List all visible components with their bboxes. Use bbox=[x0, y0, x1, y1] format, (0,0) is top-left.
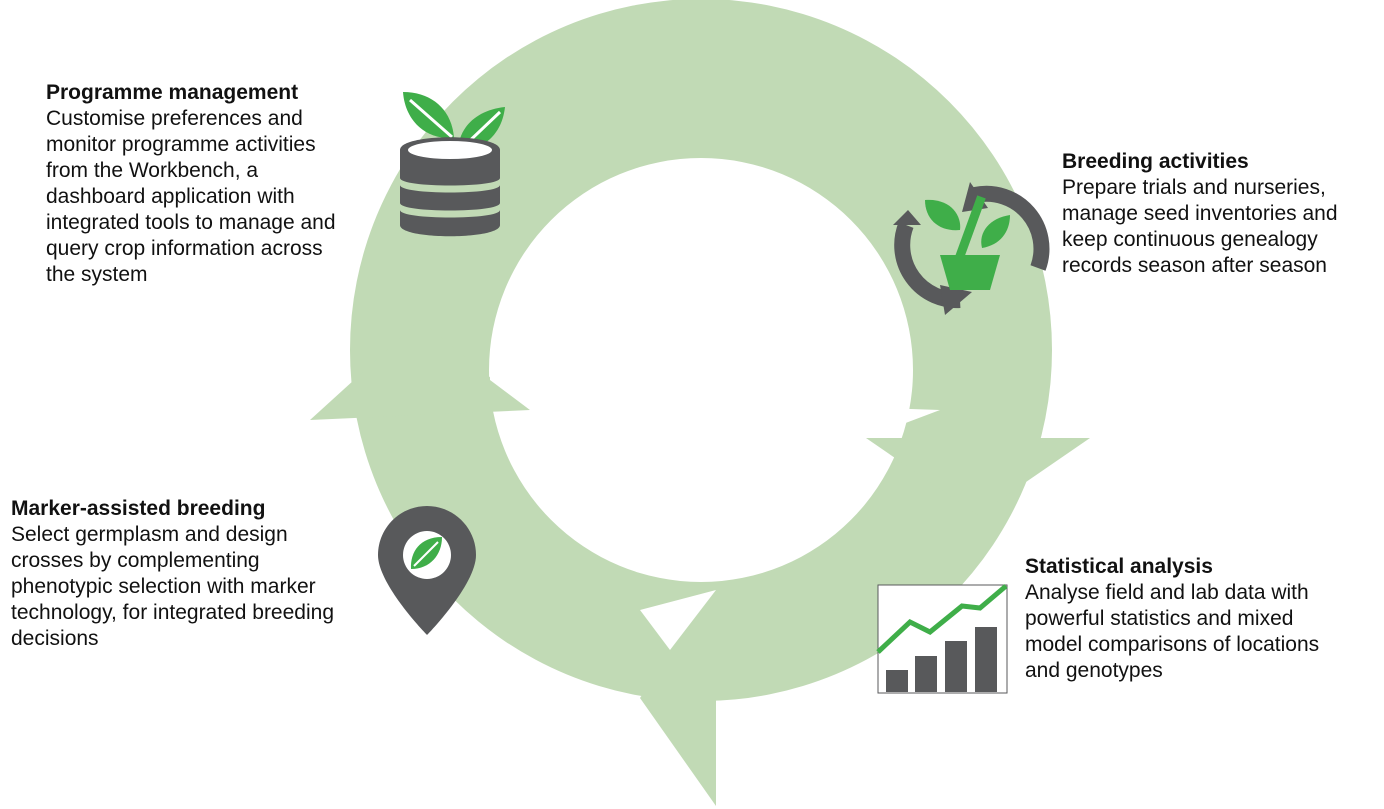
arrow-notch-bottom bbox=[640, 590, 716, 650]
marker-assisted-breeding-section: Marker-assisted breeding Select germplas… bbox=[11, 496, 391, 652]
section-line: crosses by complementing bbox=[11, 549, 260, 572]
arrow-notch-left bbox=[490, 350, 530, 410]
section-title: Statistical analysis bbox=[1025, 555, 1213, 578]
map-pin-leaf-icon bbox=[378, 506, 476, 635]
arrow-head-left bbox=[310, 320, 530, 420]
section-line: monitor programme activities bbox=[46, 133, 316, 156]
section-line: keep continuous genealogy bbox=[1062, 228, 1318, 251]
arrow-head-top bbox=[697, 12, 760, 88]
database-with-leaves-icon bbox=[400, 92, 505, 237]
section-title: Programme management bbox=[46, 81, 299, 104]
section-line: and genotypes bbox=[1025, 659, 1163, 682]
section-line: Select germplasm and design bbox=[11, 523, 288, 546]
breeding-activities-section: Breeding activities Prepare trials and n… bbox=[1062, 149, 1382, 279]
section-title: Marker-assisted breeding bbox=[11, 497, 266, 520]
section-line: manage seed inventories and bbox=[1062, 202, 1338, 225]
section-line: model comparisons of locations bbox=[1025, 633, 1320, 656]
section-line: Customise preferences and bbox=[46, 107, 303, 130]
cycle-ring bbox=[350, 0, 1052, 701]
arrow-notch-right bbox=[790, 405, 940, 438]
section-line: dashboard application with bbox=[46, 185, 295, 208]
section-line: decisions bbox=[11, 627, 99, 650]
arrow-head-bottom bbox=[640, 590, 716, 806]
programme-management-section: Programme management Customise preferenc… bbox=[46, 80, 391, 288]
arrow-notch-top bbox=[697, 185, 760, 270]
statistical-analysis-section: Statistical analysis Analyse field and l… bbox=[1025, 554, 1370, 684]
section-title: Breeding activities bbox=[1062, 150, 1249, 173]
plant-pot-recycle-icon bbox=[893, 182, 1050, 315]
section-line: records season after season bbox=[1062, 254, 1327, 277]
section-line: technology, for integrated breeding bbox=[11, 601, 334, 624]
section-line: query crop information across bbox=[46, 237, 323, 260]
bar-chart-trend-icon bbox=[876, 584, 1008, 694]
section-line: from the Workbench, a bbox=[46, 159, 259, 182]
section-line: the system bbox=[46, 263, 148, 286]
section-line: powerful statistics and mixed bbox=[1025, 607, 1294, 630]
section-line: Prepare trials and nurseries, bbox=[1062, 176, 1326, 199]
arrow-head-right bbox=[866, 438, 1090, 515]
section-line: Analyse field and lab data with bbox=[1025, 581, 1309, 604]
section-line: integrated tools to manage and bbox=[46, 211, 336, 234]
section-line: phenotypic selection with marker bbox=[11, 575, 316, 598]
